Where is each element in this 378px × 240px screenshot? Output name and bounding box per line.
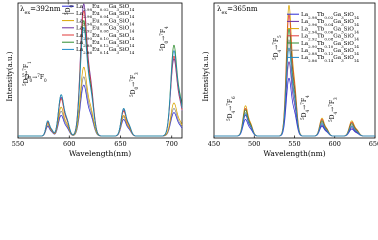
legend-entry: La2.94Eu0.06Ga3SiO14 (76, 18, 135, 26)
x-tick-label: 700 (166, 140, 178, 148)
x-tick-label: 650 (369, 140, 378, 148)
legend: La2.98Eu0.02Ga3SiO14La2.96Eu0.04Ga3SiO14… (62, 4, 135, 55)
y-axis-label: Intensity(a.u.) (6, 51, 14, 101)
x-tick-label: 600 (63, 140, 75, 148)
x-axis-label: Wavelength(nm) (69, 149, 131, 158)
x-tick-label: 550 (12, 140, 24, 148)
x-tick-label: 550 (288, 140, 300, 148)
legend-entry: La2.86Tb0.14Ga3SiO14 (301, 55, 359, 63)
chart-panel-2: 450 500 550 600 650Wavelength(nm) Intensity(a… (202, 2, 378, 158)
legend-entry: La2.90Eu0.10Ga3SiO14 (76, 33, 135, 41)
legend-entry: La2.86Eu0.14Ga3SiO14 (76, 47, 135, 55)
x-tick-label: 600 (329, 140, 341, 148)
y-axis-label: Intensity(a.u.) (202, 51, 210, 101)
transition-label: 5D4→7F6 (226, 96, 236, 121)
x-tick-label: 650 (114, 140, 126, 148)
transition-label: 5D0→7F2 (64, 0, 74, 15)
legend-entry: La2.96Eu0.04Ga3SiO14 (76, 11, 135, 19)
legend-entry: La2.92Tb0.08Ga3SiO14 (301, 34, 359, 42)
series-line-7 (17, 27, 183, 137)
legend-entry: La2.98Eu0.02Ga3SiO14 (76, 4, 135, 12)
legend-entry: La2.94Tb0.06Ga3SiO14 (301, 26, 359, 34)
plot-frame (17, 2, 183, 139)
x-axis-label: Wavelength(nm) (263, 149, 325, 158)
legend-entry: La2.88Eu0.12Ga3SiO14 (76, 40, 135, 48)
transition-label: 5D0→7F4 (159, 26, 169, 51)
series-line-2 (17, 76, 183, 137)
series-line-1 (17, 84, 183, 137)
legend-entry: La2.98Tb0.02Ga3SiO14 (301, 12, 359, 20)
legend-entry: La2.90Tb0.10Ga3SiO14 (301, 41, 359, 49)
transition-label: 5D0→7F0 (22, 73, 47, 83)
legend-entry: La2.96Tb0.04Ga3SiO14 (301, 19, 359, 27)
transition-label: 5D4→7F4 (300, 95, 310, 120)
transition-label: 5D0→7F3 (129, 72, 139, 97)
x-tick-label: 500 (248, 140, 260, 148)
transition-label: 5D0→7F1 (22, 61, 32, 86)
transition-label: 5D4→7F5 (272, 35, 282, 60)
legend: La2.98Tb0.02Ga3SiO14La2.96Tb0.04Ga3SiO14… (287, 12, 359, 63)
excitation-label: λex=392nm (20, 5, 61, 16)
excitation-label: λex=365nm (217, 5, 258, 16)
transition-label: 5D4→7F3 (328, 97, 338, 122)
x-tick-label: 450 (208, 140, 220, 148)
legend-entry: La2.88Tb0.12Ga3SiO14 (301, 48, 359, 56)
legend-entry: La2.92Eu0.08Ga3SiO14 (76, 26, 135, 33)
series-line-7 (213, 47, 376, 137)
